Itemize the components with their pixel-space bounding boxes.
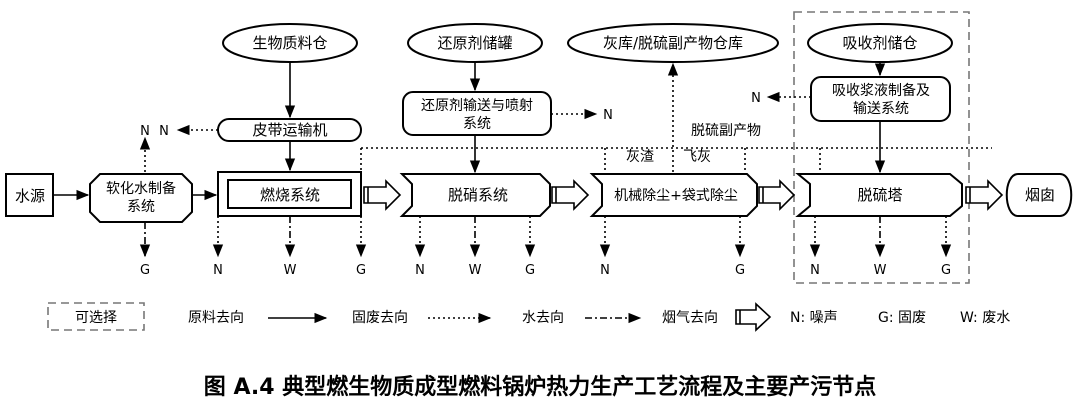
figure-caption: 图 A.4 典型燃生物质成型燃料锅炉热力生产工艺流程及主要产污节点 [204,374,876,400]
raw-material-flows [54,62,886,201]
emission-label-combustion-g: G [356,263,366,278]
dust-removal-label: 机械除尘+袋式除尘 [614,188,738,204]
emission-flows [139,216,952,258]
denitration-node: 脱硝系统 [399,173,551,217]
denitration-label: 脱硝系统 [448,186,508,204]
optional-region [793,11,970,284]
legend-water-label: 水去向 [522,310,564,326]
absorbent-bin-label: 吸收剂储仓 [842,34,917,52]
noise-label-reductant: N [603,108,613,123]
emission-label-dust-n: N [600,263,610,278]
slurry-system-label-2: 输送系统 [853,101,909,117]
reductant-tank-node: 还原剂储罐 [407,23,543,63]
biomass-bin-node: 生物质料仓 [222,23,358,63]
ash-store-node: 灰库/脱硫副产物仓库 [567,23,779,63]
absorbent-bin-node: 吸收剂储仓 [807,23,953,63]
slurry-system-label-1: 吸收浆液制备及 [832,82,930,99]
slag-label: 灰渣 [626,149,654,165]
reductant-system-node: 还原剂输送与喷射 系统 [402,91,552,136]
legend-solid-waste-label: 固废去向 [352,310,408,326]
emission-label-denitration-n: N [415,263,425,278]
noise-label-slurry: N [751,91,761,106]
ash-store-label: 灰库/脱硫副产物仓库 [603,34,743,52]
chimney-node: 烟囱 [1005,173,1073,217]
legend-flue-gas-label: 烟气去向 [662,310,718,326]
softening-label-1: 软化水制备 [106,180,176,197]
flue-gas-arrow-1 [363,179,402,211]
belt-conveyor-label: 皮带运输机 [252,121,327,139]
slurry-system-node: 吸收浆液制备及 输送系统 [810,76,951,122]
emission-label-denitration-w: W [469,263,482,278]
desulf-byproduct-label: 脱硫副产物 [691,123,761,139]
emission-label-denitration-g: G [525,263,535,278]
desulfurization-tower-label: 脱硫塔 [857,186,902,204]
flue-gas-arrow-3 [758,179,796,211]
emission-label-softening-g: G [140,263,150,278]
emission-label-tower-g: G [941,263,951,278]
softening-node: 软化水制备 系统 [89,173,193,223]
noise-label-belt: N [159,124,169,139]
flue-gas-arrow-4 [965,179,1004,211]
combustion-node: 燃烧系统 [217,171,362,217]
ash-store-dotted-flows [360,62,992,172]
flue-gas-arrow-2 [551,179,590,211]
reductant-system-label-1: 还原剂输送与喷射 [421,98,533,114]
softening-label-2: 系统 [127,199,155,215]
desulfurization-tower-node: 脱硫塔 [795,173,963,217]
legend-optional-label: 可选择 [75,310,117,326]
legend-noise-key: N: 噪声 [790,310,838,326]
belt-conveyor-node: 皮带运输机 [217,118,362,142]
legend-waste-water-key: W: 废水 [960,310,1010,326]
noise-label-softening: N [140,124,150,139]
legend-flue-gas-arrow [735,302,772,332]
water-source-node: 水源 [5,173,54,217]
dust-removal-node: 机械除尘+袋式除尘 [589,173,758,217]
noise-flows [139,91,811,172]
emission-label-combustion-n: N [213,263,223,278]
chimney-label: 烟囱 [1025,186,1055,204]
water-source-label: 水源 [15,187,45,205]
emission-label-combustion-w: W [284,263,297,278]
emission-label-tower-n: N [810,263,820,278]
emission-label-dust-g: G [735,263,745,278]
biomass-bin-label: 生物质料仓 [252,34,327,52]
reductant-tank-label: 还原剂储罐 [437,34,512,52]
combustion-label: 燃烧系统 [260,186,320,204]
legend-raw-material-label: 原料去向 [188,310,244,326]
fly-ash-label: 飞灰 [683,149,711,165]
reductant-system-label-2: 系统 [463,116,491,132]
legend-solid-waste-key: G: 固废 [878,310,926,326]
emission-label-tower-w: W [874,263,887,278]
legend: 可选择 原料去向 固废去向 水去向 烟气去向 N: 噪声 G: 固废 W: 废水 [47,302,1010,332]
legend-optional-box [47,302,145,331]
